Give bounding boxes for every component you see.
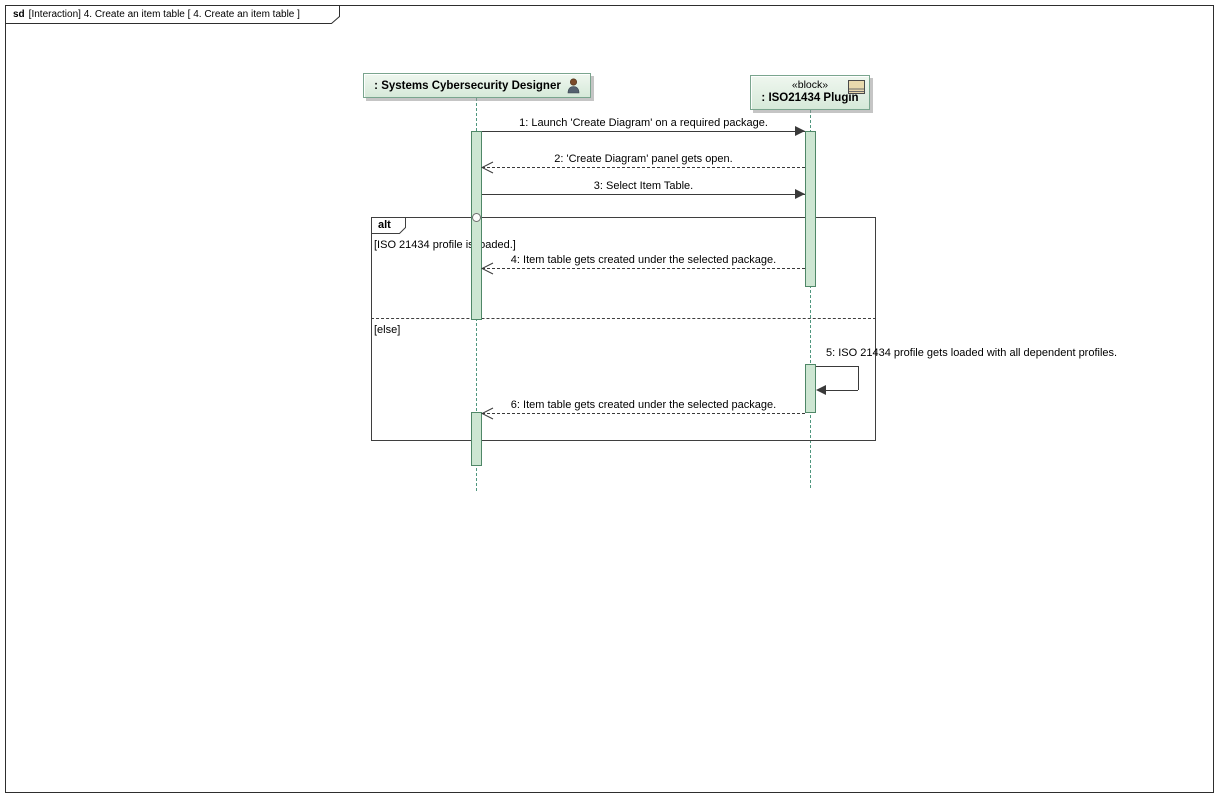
plugin-stereotype: «block» xyxy=(791,79,829,91)
sd-frame-title: sd[Interaction] 4. Create an item table … xyxy=(13,9,300,20)
activation-plugin-1 xyxy=(805,131,816,287)
message-4-arrowhead-icon xyxy=(481,262,494,275)
message-5-label: 5: ISO 21434 profile gets loaded with al… xyxy=(826,347,1118,359)
message-5-arrowhead-icon xyxy=(816,385,826,395)
message-5-line-bottom xyxy=(824,390,858,391)
message-3-line xyxy=(482,194,805,195)
message-6-label: 6: Item table gets created under the sel… xyxy=(510,399,777,411)
message-6-line xyxy=(482,413,805,414)
activation-designer-1 xyxy=(471,131,482,320)
sd-keyword: sd xyxy=(13,9,25,20)
message-5-line-right xyxy=(858,366,859,390)
message-3-label: 3: Select Item Table. xyxy=(593,180,694,192)
lifeline-header-plugin: «block» : ISO21434 Plugin xyxy=(750,75,870,110)
lifeline-plugin xyxy=(810,110,811,488)
alt-fragment-tab xyxy=(371,217,406,234)
activation-designer-2 xyxy=(471,412,482,466)
else-divider-line xyxy=(371,318,876,319)
message-1-line xyxy=(482,131,805,132)
message-6-arrowhead-icon xyxy=(481,407,494,420)
lifeline-header-designer: : Systems Cybersecurity Designer xyxy=(363,73,591,98)
alt-operator-label: alt xyxy=(378,219,391,231)
message-4-label: 4: Item table gets created under the sel… xyxy=(510,254,777,266)
lifeline-designer-label: : Systems Cybersecurity Designer xyxy=(374,79,561,92)
sd-title-text: [Interaction] 4. Create an item table [ … xyxy=(28,9,300,20)
activation-plugin-2 xyxy=(805,364,816,413)
guard-else: [else] xyxy=(374,324,401,336)
actor-person-icon xyxy=(567,77,580,93)
alt-fragment xyxy=(371,217,876,441)
message-1-label: 1: Launch 'Create Diagram' on a required… xyxy=(519,117,768,129)
message-2-label: 2: 'Create Diagram' panel gets open. xyxy=(554,153,733,165)
sd-frame-border xyxy=(5,5,1214,793)
lifeline-plugin-label: : ISO21434 Plugin xyxy=(761,92,859,104)
block-icon xyxy=(848,80,865,94)
message-2-arrowhead-icon xyxy=(481,161,494,174)
fragment-boundary-circle-marker xyxy=(472,213,481,222)
sd-frame-title-tab xyxy=(5,5,340,24)
message-3-arrowhead-icon xyxy=(795,189,805,199)
message-4-line xyxy=(482,268,805,269)
message-2-line xyxy=(482,167,805,168)
message-5-line-top xyxy=(816,366,858,367)
guard-iso-profile-loaded: [ISO 21434 profile is loaded.] xyxy=(374,239,516,251)
message-1-arrowhead-icon xyxy=(795,126,805,136)
